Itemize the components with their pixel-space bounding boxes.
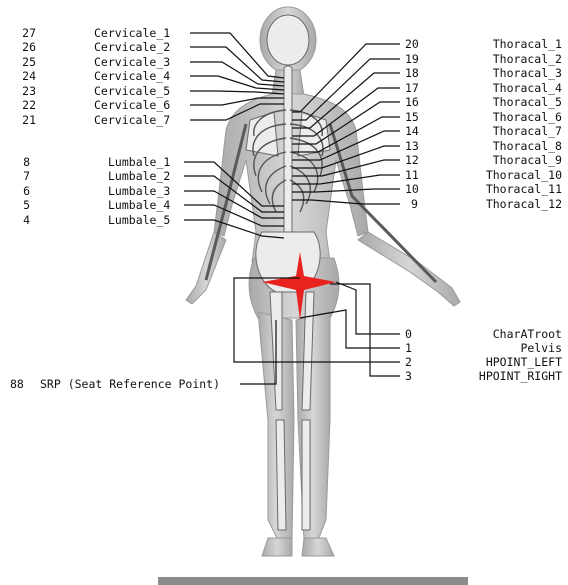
cervicale-1-label: Cervicale_1	[94, 27, 170, 40]
cervicale-5-number: 23	[12, 85, 36, 98]
pelvis-label: Pelvis	[462, 342, 562, 355]
charatroot-label: CharATroot	[462, 328, 562, 341]
thoracal-6-number: 15	[405, 111, 419, 124]
lumbale-4-number: 5	[6, 199, 30, 212]
lumbale-4-label: Lumbale_4	[108, 199, 170, 212]
cervicale-2-number: 26	[12, 41, 36, 54]
cervicale-3-label: Cervicale_3	[94, 56, 170, 69]
cervicale-6-number: 22	[12, 99, 36, 112]
thoracal-11-number: 10	[405, 183, 419, 196]
cervicale-6-label: Cervicale_6	[94, 99, 170, 112]
thoracal-2-label: Thoracal_2	[470, 53, 562, 66]
thoracal-6-label: Thoracal_6	[470, 111, 562, 124]
srp-label: SRP (Seat Reference Point)	[40, 378, 220, 391]
hpoint-right-number: 3	[405, 370, 412, 383]
lumbale-2-number: 7	[6, 170, 30, 183]
thoracal-3-label: Thoracal_3	[470, 67, 562, 80]
cervicale-7-number: 21	[12, 114, 36, 127]
charatroot-number: 0	[405, 328, 412, 341]
hpoint-left-label: HPOINT_LEFT	[462, 356, 562, 369]
lumbale-1-label: Lumbale_1	[108, 156, 170, 169]
thoracal-1-number: 20	[405, 38, 419, 51]
cervicale-2-label: Cervicale_2	[94, 41, 170, 54]
lumbale-3-label: Lumbale_3	[108, 185, 170, 198]
thoracal-5-label: Thoracal_5	[470, 96, 562, 109]
lumbale-5-number: 4	[6, 214, 30, 227]
thoracal-12-label: Thoracal_12	[470, 198, 562, 211]
cervicale-4-label: Cervicale_4	[94, 70, 170, 83]
lumbale-1-number: 8	[6, 156, 30, 169]
thoracal-2-number: 19	[405, 53, 419, 66]
thoracal-10-label: Thoracal_10	[470, 169, 562, 182]
floor-plate	[158, 577, 468, 585]
cervicale-7-label: Cervicale_7	[94, 114, 170, 127]
thoracal-9-number: 12	[405, 154, 419, 167]
thoracal-8-number: 13	[405, 140, 419, 153]
thoracal-4-label: Thoracal_4	[470, 82, 562, 95]
thoracal-12-number: 9	[411, 198, 418, 211]
hpoint-left-number: 2	[405, 356, 412, 369]
thoracal-11-label: Thoracal_11	[470, 183, 562, 196]
lumbale-2-label: Lumbale_2	[108, 170, 170, 183]
thoracal-8-label: Thoracal_8	[470, 140, 562, 153]
hpoint-right-label: HPOINT_RIGHT	[462, 370, 562, 383]
thoracal-9-label: Thoracal_9	[470, 154, 562, 167]
thoracal-7-label: Thoracal_7	[470, 125, 562, 138]
thoracal-4-number: 17	[405, 82, 419, 95]
cervicale-1-number: 27	[12, 27, 36, 40]
cervicale-4-number: 24	[12, 70, 36, 83]
cervicale-3-number: 25	[12, 56, 36, 69]
thoracal-3-number: 18	[405, 67, 419, 80]
lumbale-3-number: 6	[6, 185, 30, 198]
pelvis-number: 1	[405, 342, 412, 355]
lumbale-5-label: Lumbale_5	[108, 214, 170, 227]
thoracal-7-number: 14	[405, 125, 419, 138]
thoracal-5-number: 16	[405, 96, 419, 109]
srp-number: 88	[10, 378, 24, 391]
cervicale-5-label: Cervicale_5	[94, 85, 170, 98]
thoracal-1-label: Thoracal_1	[470, 38, 562, 51]
thoracal-10-number: 11	[405, 169, 419, 182]
